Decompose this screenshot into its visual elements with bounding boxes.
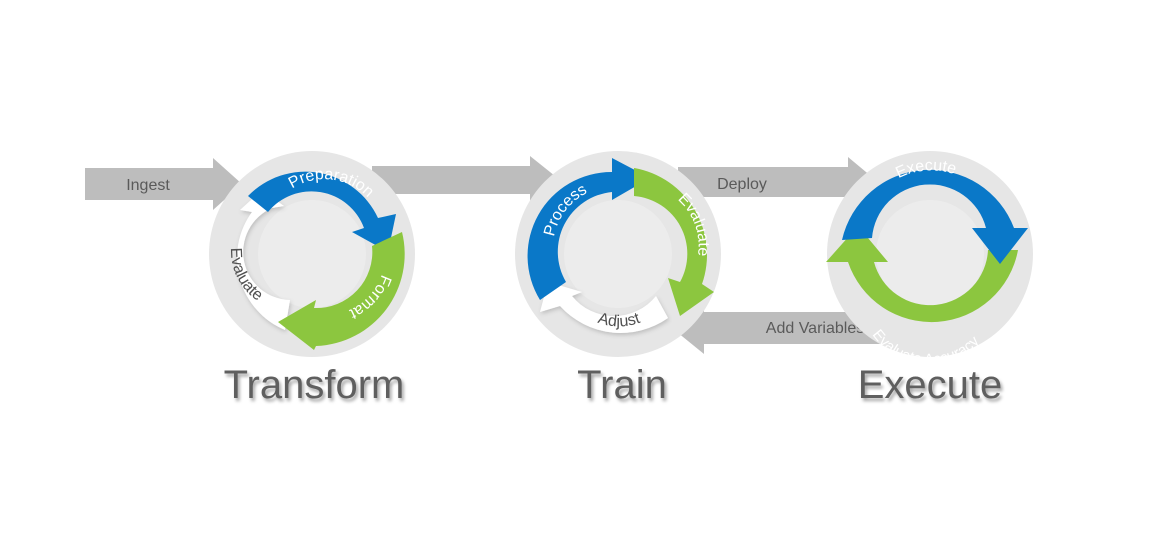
ingest-arrow: Ingest [85, 158, 242, 210]
train-evaluate-arrow [634, 168, 714, 316]
train-cycle: Process Evaluate Adjust [515, 151, 721, 357]
add-variables-label: Add Variables [766, 320, 864, 337]
transform-evaluate-arrow [236, 190, 290, 330]
transform-preparation-arrow [248, 171, 396, 252]
ingest-label: Ingest [126, 177, 170, 194]
transform-format-arrow [278, 232, 405, 350]
transform-cycle: Preparation Format Evaluate [209, 151, 415, 357]
transform-title: Transform [224, 363, 405, 407]
train-step-adjust: Adjust [596, 310, 643, 331]
execute-execute-arrow [842, 169, 1028, 264]
train-process-arrow [527, 158, 650, 300]
train-adjust-arrow [540, 282, 668, 333]
execute-evaluate-accuracy-arrow [826, 226, 1018, 323]
execute-cycle: Execute Evaluate Accuracy [826, 151, 1033, 368]
deploy-arrow: Deploy [678, 157, 878, 207]
transform-to-train-arrow [372, 156, 560, 204]
execute-title: Execute [858, 363, 1003, 407]
add-variables-arrow: Add Variables [672, 302, 898, 354]
train-title: Train [577, 363, 667, 407]
deploy-label: Deploy [717, 176, 767, 193]
